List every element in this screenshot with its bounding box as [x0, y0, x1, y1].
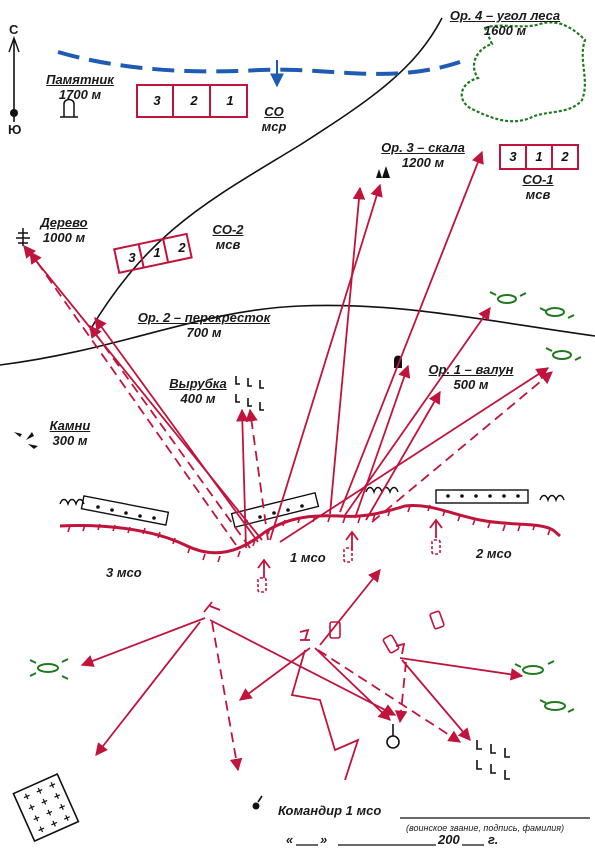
second-line-fire — [80, 569, 524, 781]
enemy-co1-cell-1: 3 — [509, 149, 517, 164]
enemy-co2-cell-1: 3 — [128, 250, 136, 265]
squad-1-label: 1 мсо — [290, 550, 326, 565]
enemy-unit-box-top — [136, 84, 248, 118]
landmark-orient1-name: Ор. 1 – валун — [428, 362, 514, 377]
enemy-top-cell-1: 3 — [153, 93, 161, 108]
commander-label: Командир 1 мсо — [278, 803, 382, 818]
landmark-orient2-distance: 700 м — [186, 325, 222, 340]
landmark-stones-distance: 300 м — [52, 433, 88, 448]
enemy-top-cell-2: 2 — [190, 93, 198, 108]
year-suffix: г. — [488, 832, 499, 847]
landmark-orient4-name: Ор. 4 – угол леса — [449, 8, 561, 23]
fire-direction-lines — [23, 150, 550, 549]
enemy-top-cell-3: 1 — [226, 93, 234, 108]
river-line — [57, 50, 461, 76]
landmark-orient3: Ор. 3 – скала 1200 м — [368, 140, 478, 170]
landmark-tree-distance: 1000 м — [42, 230, 86, 245]
landmark-stones: Камни 300 м — [40, 418, 100, 448]
rock-icon — [376, 166, 390, 178]
landmark-orient3-distance: 1200 м — [401, 155, 445, 170]
stones-icon — [14, 432, 38, 449]
compass-south-label: Ю — [8, 122, 22, 137]
enemy-co-label: СО мср — [254, 104, 294, 134]
landmark-clearing-distance: 400 м — [180, 391, 216, 406]
bush-icon — [29, 291, 582, 713]
enemy-co1-sub: мсв — [525, 187, 551, 202]
landmark-monument-name: Памятник — [46, 72, 114, 87]
clearing-icon — [235, 376, 264, 411]
compass-north-label: С — [9, 22, 19, 37]
year-prefix: 200 — [438, 832, 460, 847]
landmark-orient4: Ор. 4 – угол леса 1600 м — [420, 8, 590, 38]
landmark-tree-name: Дерево — [40, 215, 88, 230]
date-close-quote: » — [320, 832, 328, 847]
enemy-co2-label: СО-2 мсв — [200, 222, 256, 252]
second-line-dashed — [211, 621, 462, 772]
tree-icon — [16, 228, 30, 246]
landmark-orient2: Ор. 2 – перекресток 700 м — [124, 310, 284, 340]
landmark-orient1-distance: 500 м — [453, 377, 489, 392]
signature-hint: (воинское звание, подпись, фамилия) — [406, 823, 565, 833]
mine-dots — [96, 494, 520, 523]
landmark-orient3-name: Ор. 3 – скала — [381, 140, 465, 155]
compass-icon — [8, 35, 20, 122]
mine-marker-icon — [252, 795, 263, 810]
enemy-co1-cell-2: 1 — [535, 149, 543, 164]
vehicle-icon — [257, 539, 445, 654]
cemetery-icon — [12, 773, 80, 843]
enemy-unit-box-co1 — [499, 144, 579, 170]
forest-edge — [460, 21, 587, 123]
enemy-co2-name: СО-2 — [212, 222, 244, 237]
landmark-tree: Дерево 1000 м — [24, 215, 104, 245]
landmark-orient1: Ор. 1 – валун 500 м — [416, 362, 526, 392]
landmark-monument: Памятник 1700 м — [40, 72, 120, 102]
landmark-monument-distance: 1700 м — [58, 87, 102, 102]
enemy-co-name: СО — [264, 104, 284, 119]
road-diagonal — [89, 17, 443, 331]
front-line-hatch — [67, 504, 551, 563]
enemy-co1-name: СО-1 — [522, 172, 554, 187]
squad-3-label: 3 мсо — [106, 565, 142, 580]
fire-direction-dashed — [29, 250, 553, 549]
enemy-co2-cell-3: 2 — [178, 240, 186, 255]
landmark-stones-name: Камни — [49, 418, 91, 433]
date-open-quote: « — [286, 832, 294, 847]
enemy-co2-cell-2: 1 — [153, 245, 161, 260]
enemy-co1-cell-3: 2 — [561, 149, 569, 164]
landmark-orient2-name: Ор. 2 – перекресток — [137, 310, 271, 325]
landmark-clearing: Вырубка 400 м — [166, 376, 230, 406]
observation-post-icon — [386, 724, 400, 749]
soldier-icon — [203, 518, 443, 655]
monument-icon — [60, 98, 78, 118]
landmark-clearing-name: Вырубка — [169, 376, 227, 391]
squad-2-label: 2 мсо — [476, 546, 512, 561]
enemy-co2-sub: мсв — [215, 237, 241, 252]
landmark-orient4-distance: 1600 м — [483, 23, 527, 38]
enemy-unit-box-co2 — [113, 232, 193, 274]
clearing-icon-bottom — [476, 740, 510, 780]
signature-lines — [296, 817, 590, 846]
enemy-co1-label: СО-1 мсв — [510, 172, 566, 202]
enemy-co-sub: мср — [261, 119, 287, 134]
